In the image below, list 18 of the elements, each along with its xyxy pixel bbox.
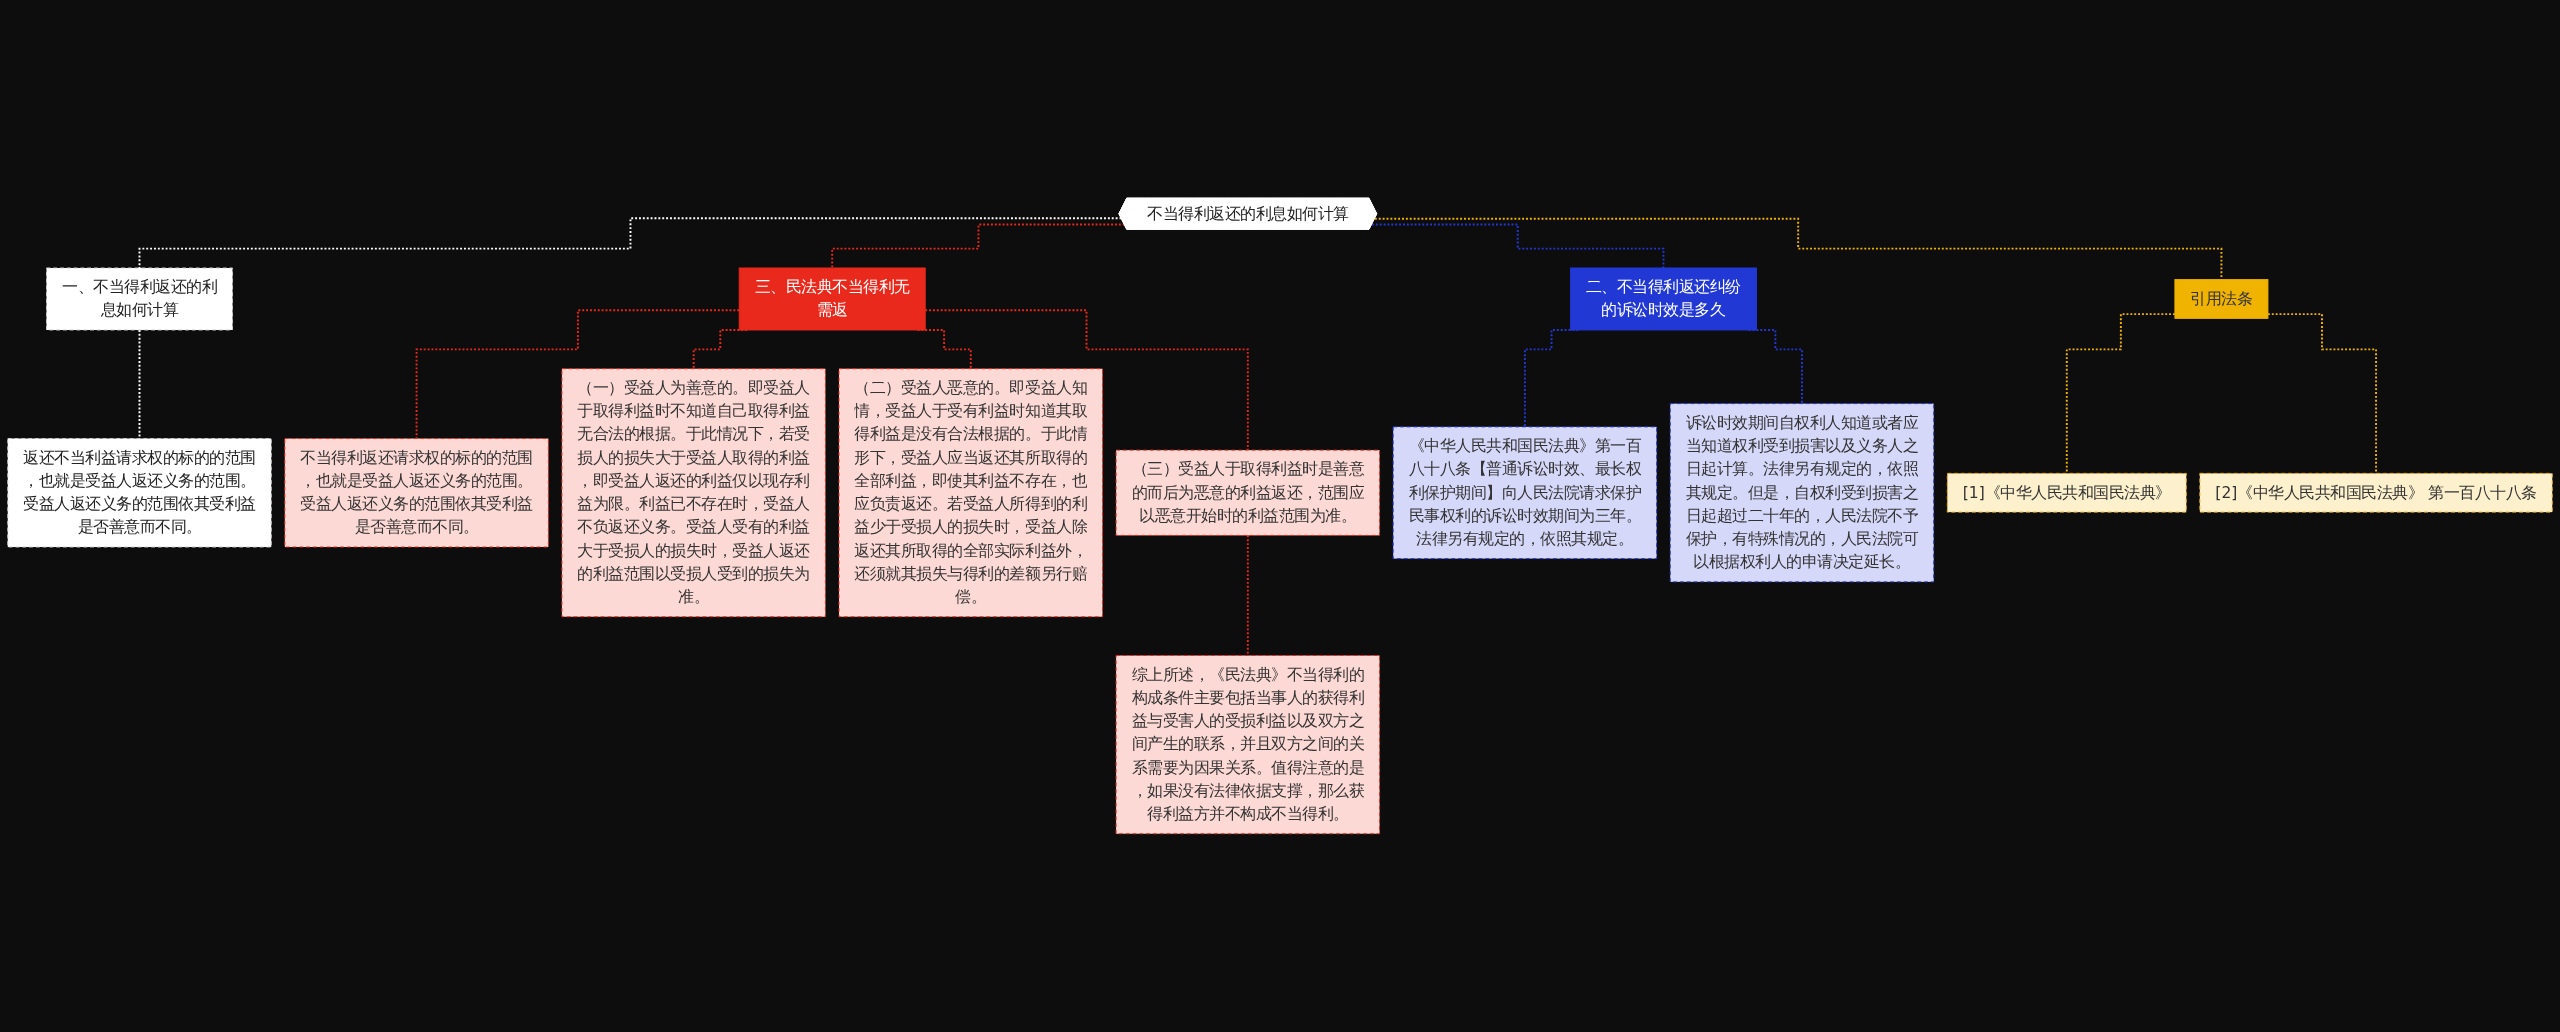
node-box: 二、不当得利返还纠纷的诉讼时效是多久 [1569, 267, 1757, 331]
connector [1246, 534, 1249, 657]
node-box: （二）受益人恶意的。即受益人知情，受益人于受有利益时知道其取得利益是没有合法根据的。于此情形下，受益人应当返还其所取得的全部利益，即使其利益不存在，也应负责返还。若受益人所得到的利益少于受损人的损失时，受益人除返还其所取得的全部实际利益外，还须就其损失与得利的差额另行赔偿。 [838, 368, 1103, 618]
node-box: （一）受益人为善意的。即受益人于取得利益时不知道自己取得利益无合法的根据。于此情况下，若受损人的损失大于受益人取得的利益，即受益人返还的利益仅以现存利益为限。利益已不存在时，受益人不负返还义务。受益人受有的利益大于受损人的损失时，受益人返还的利益范围以受损人受到的损失为准。 [561, 368, 826, 618]
node-box: 引用法条 [2174, 279, 2269, 319]
node-box: 《中华人民共和国民法典》第一百八十八条【普通诉讼时效、最长权利保护期间】向人民法院请求保护民事权利的诉讼时效期间为三年。法律另有规定的，依照其规定。 [1392, 426, 1658, 560]
node-box: 诉讼时效期间自权利人知道或者应当知道权利受到损害以及义务人之日起计算。法律另有规定的，依照其规定。但是，自权利受到损害之日起超过二十年的，人民法院不予保护，有特殊情况的，人民法院可以根据权利人的申请决定延长。 [1669, 403, 1935, 583]
node-box: 综上所述，《民法典》不当得利的构成条件主要包括当事人的获得利益与受害人的受损利益以及双方之间产生的联系，并且双方之间的关系需要为因果关系。值得注意的是，如果没有法律依据支撑，那么获得利益方并不构成不当得利。 [1115, 655, 1381, 835]
node-box: [2]《中华人民共和国民法典》 第一百八十八条 [2199, 472, 2553, 513]
connector [138, 329, 141, 440]
node-box: （三）受益人于取得利益时是善意的而后为恶意的利益返还，范围应以恶意开始时的利益范围为准。 [1115, 449, 1381, 536]
connector [831, 223, 1126, 269]
connector [924, 309, 1249, 452]
node-box: 返还不当利益请求权的标的的范围，也就是受益人返还义务的范围。受益人返还义务的范围依其受利益是否善意而不同。 [7, 438, 272, 548]
node-box: 三、民法典不当得利无需返 [738, 267, 926, 331]
node-box: 不当得利返还请求权的标的的范围，也就是受益人返还义务的范围。受益人返还义务的范围依其受利益是否善意而不同。 [284, 438, 549, 548]
node-box: [1]《中华人民共和国民法典》 [1946, 472, 2187, 513]
node-box: 一、不当得利返还的利息如何计算 [46, 267, 233, 331]
